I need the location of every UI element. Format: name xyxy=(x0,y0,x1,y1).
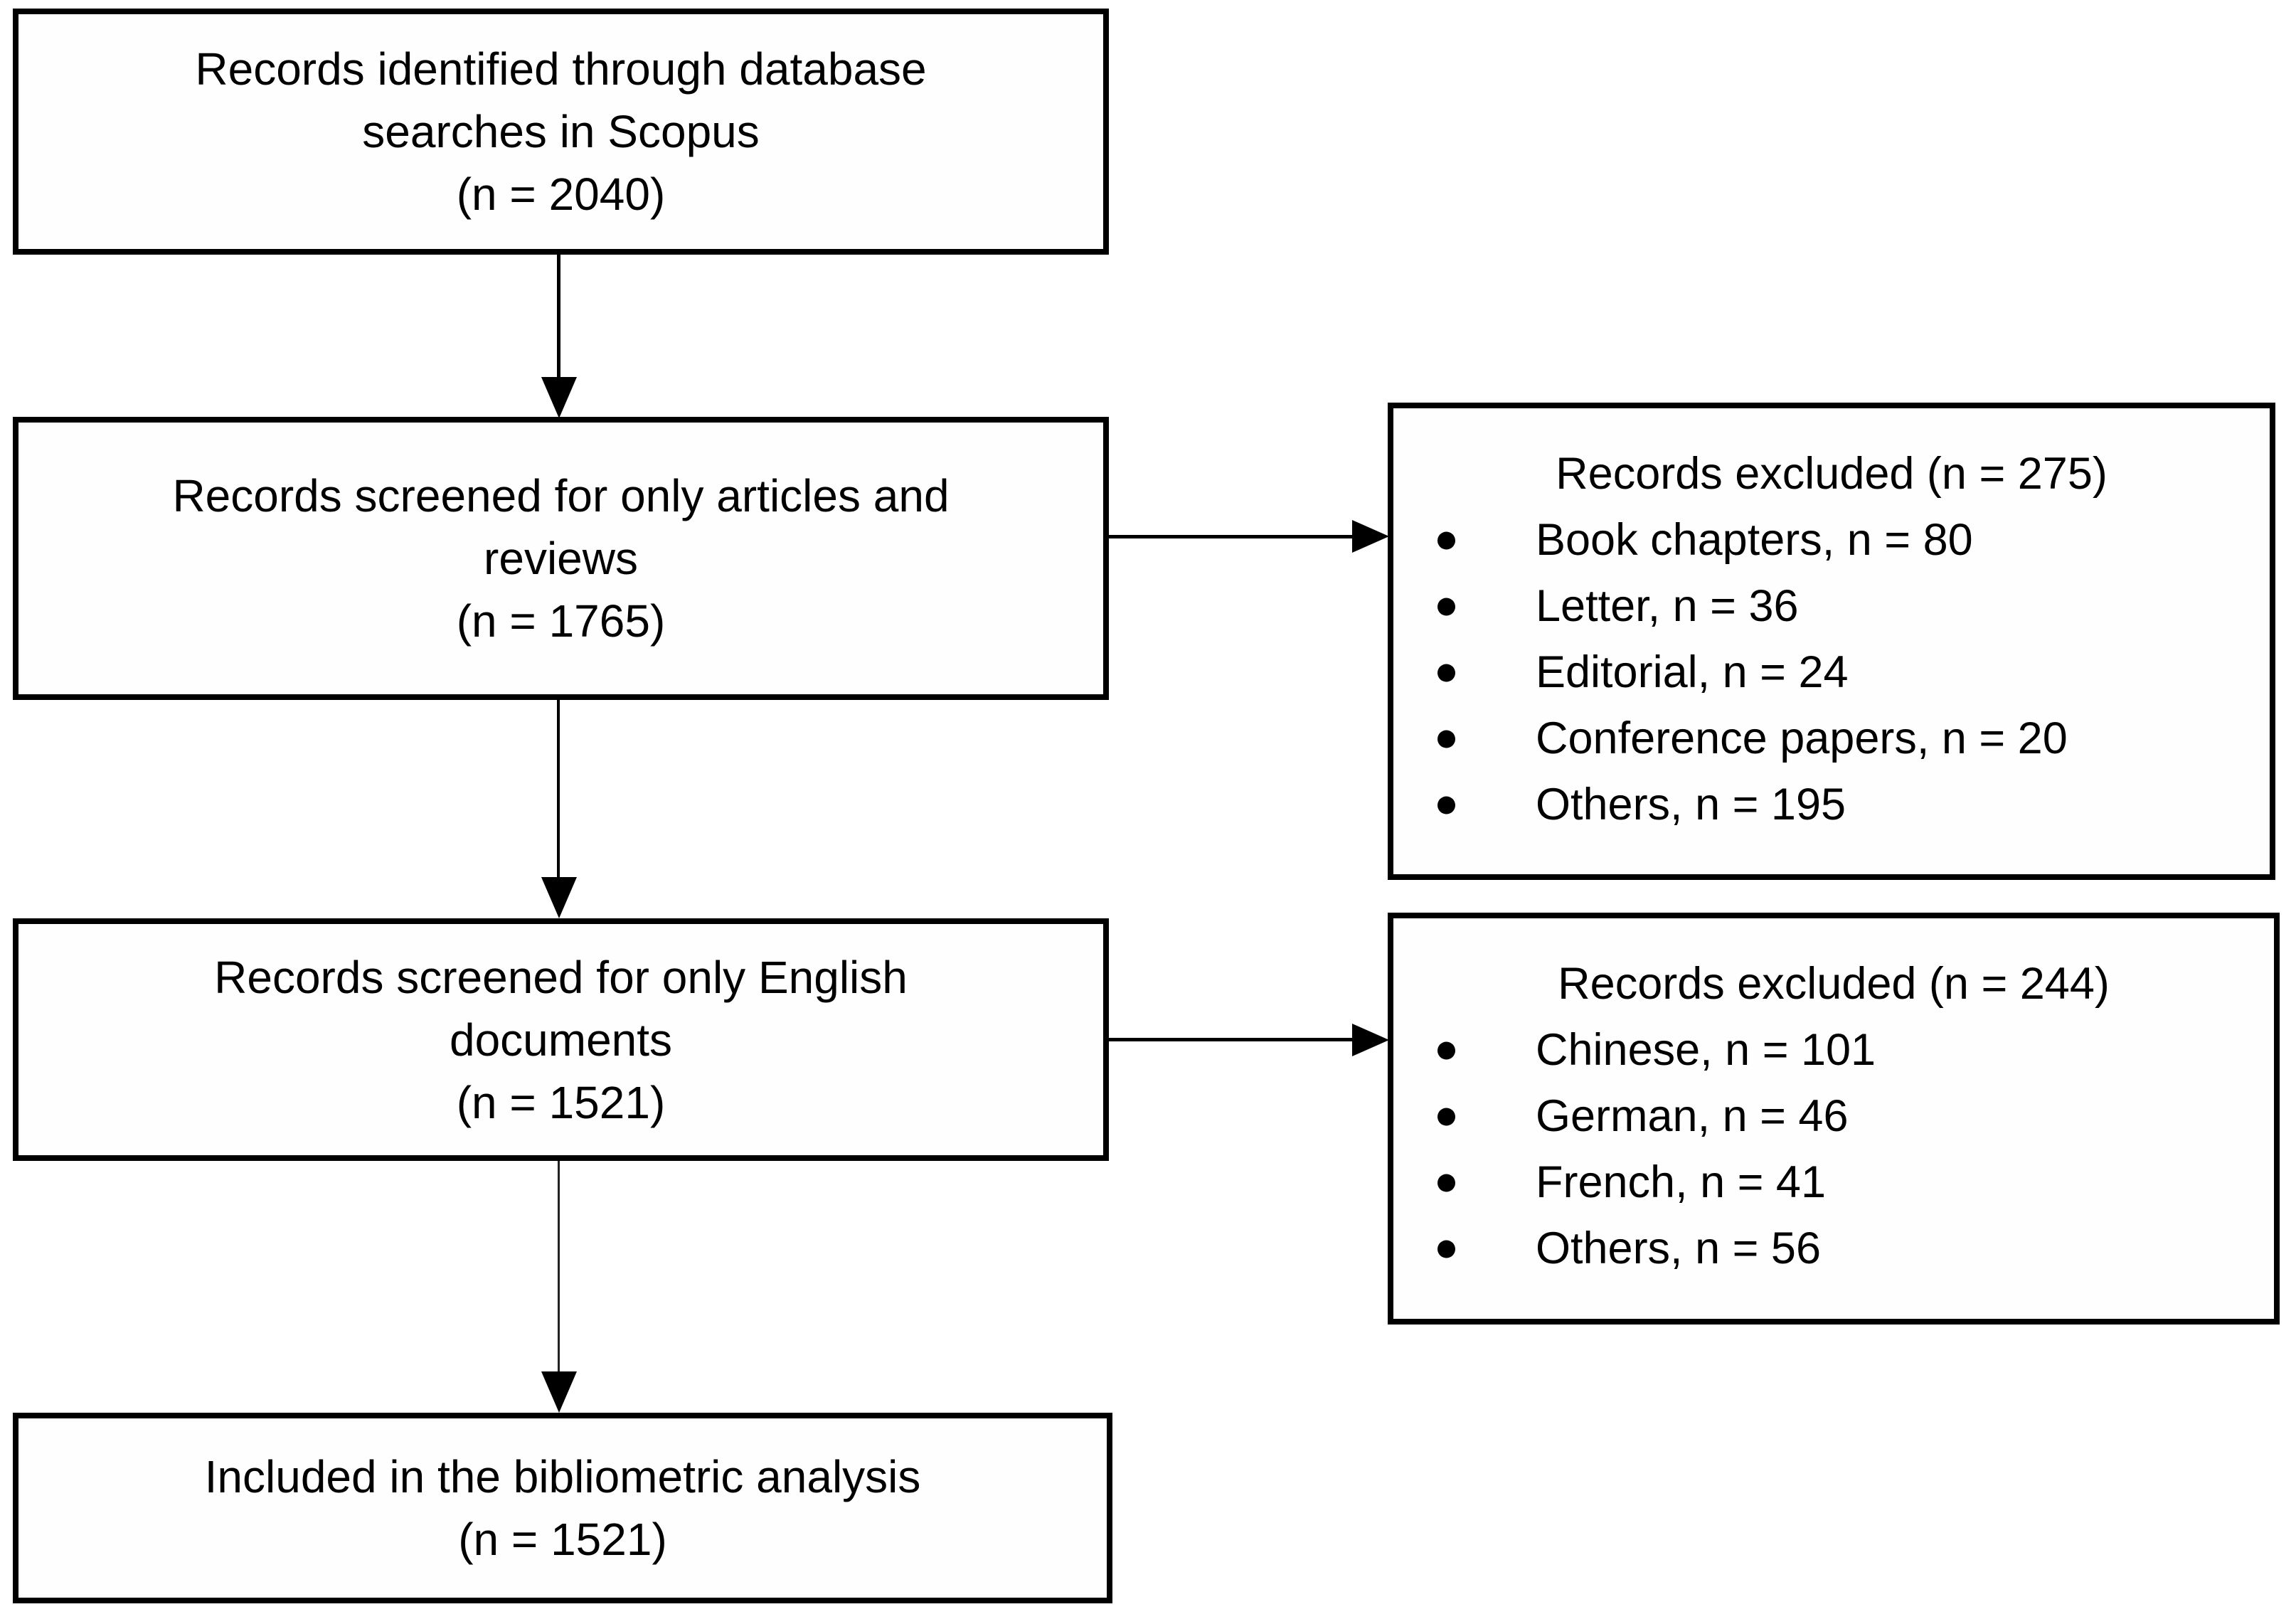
bullet-icon xyxy=(1437,1240,1455,1258)
box-line: reviews xyxy=(484,533,638,584)
bullet-icon xyxy=(1437,1174,1455,1191)
box-line: (n = 1521) xyxy=(458,1514,667,1565)
arrow-down-icon xyxy=(541,1371,577,1413)
list-item: Book chapters, n = 80 xyxy=(1393,507,2270,573)
list-item: Chinese, n = 101 xyxy=(1393,1017,2274,1083)
list-item-label: Others, n = 56 xyxy=(1536,1223,1821,1273)
connector-line-screened-to-english xyxy=(557,700,560,877)
list-item-label: Book chapters, n = 80 xyxy=(1536,515,1973,565)
list-item: Letter, n = 36 xyxy=(1393,573,2270,639)
box-line: (n = 1521) xyxy=(456,1076,666,1128)
box-records-excluded-244: Records excluded (n = 244) Chinese, n = … xyxy=(1388,913,2280,1325)
list-item-label: Letter, n = 36 xyxy=(1536,581,1799,631)
connector-line-english-to-included xyxy=(558,1161,560,1373)
list-item: Conference papers, n = 20 xyxy=(1393,706,2270,772)
list-item-label: Conference papers, n = 20 xyxy=(1536,713,2068,763)
box-line: Included in the bibliometric analysis xyxy=(204,1451,921,1502)
box-line: documents xyxy=(449,1014,673,1066)
box-line: Records screened for only English xyxy=(214,951,908,1003)
box-records-screened-articles: Records screened for only articles and r… xyxy=(13,417,1109,700)
list-item: Editorial, n = 24 xyxy=(1393,639,2270,706)
box-line: (n = 2040) xyxy=(456,169,666,220)
connector-line-screened-to-excluded-275 xyxy=(1109,535,1352,538)
box-included-analysis: Included in the bibliometric analysis (n… xyxy=(13,1413,1112,1603)
box-records-identified: Records identified through database sear… xyxy=(13,9,1109,255)
connector-line-identified-to-screened xyxy=(557,255,560,378)
bullet-icon xyxy=(1437,796,1455,814)
bullet-icon xyxy=(1437,531,1455,549)
list-item: French, n = 41 xyxy=(1393,1150,2274,1216)
list-item-label: Editorial, n = 24 xyxy=(1536,647,1849,697)
excluded-list: Chinese, n = 101 German, n = 46 French, … xyxy=(1393,1017,2274,1282)
list-item-label: French, n = 41 xyxy=(1536,1157,1826,1207)
connector-line-english-to-excluded-244 xyxy=(1109,1038,1352,1041)
list-item: Others, n = 56 xyxy=(1393,1216,2274,1282)
list-item-label: Chinese, n = 101 xyxy=(1536,1025,1876,1075)
list-item: Others, n = 195 xyxy=(1393,772,2270,838)
excluded-list: Book chapters, n = 80 Letter, n = 36 Edi… xyxy=(1393,507,2270,838)
box-line: (n = 1765) xyxy=(456,595,666,647)
bullet-icon xyxy=(1437,1108,1455,1125)
list-item-label: Others, n = 195 xyxy=(1536,780,1846,829)
box-records-excluded-275: Records excluded (n = 275) Book chapters… xyxy=(1388,403,2275,880)
box-records-screened-english: Records screened for only English docume… xyxy=(13,918,1109,1161)
bullet-icon xyxy=(1437,1041,1455,1059)
arrow-right-icon xyxy=(1352,520,1389,553)
box-line: Records screened for only articles and xyxy=(172,470,950,521)
arrow-down-icon xyxy=(541,877,577,918)
box-line: searches in Scopus xyxy=(362,106,760,157)
list-item-label: German, n = 46 xyxy=(1536,1091,1849,1141)
arrow-right-icon xyxy=(1352,1024,1389,1056)
excluded-title: Records excluded (n = 275) xyxy=(1556,449,2108,499)
bullet-icon xyxy=(1437,730,1455,748)
bullet-icon xyxy=(1437,598,1455,615)
bullet-icon xyxy=(1437,664,1455,681)
box-line: Records identified through database xyxy=(195,43,927,95)
list-item: German, n = 46 xyxy=(1393,1083,2274,1150)
excluded-title: Records excluded (n = 244) xyxy=(1558,959,2110,1009)
arrow-down-icon xyxy=(541,377,577,418)
